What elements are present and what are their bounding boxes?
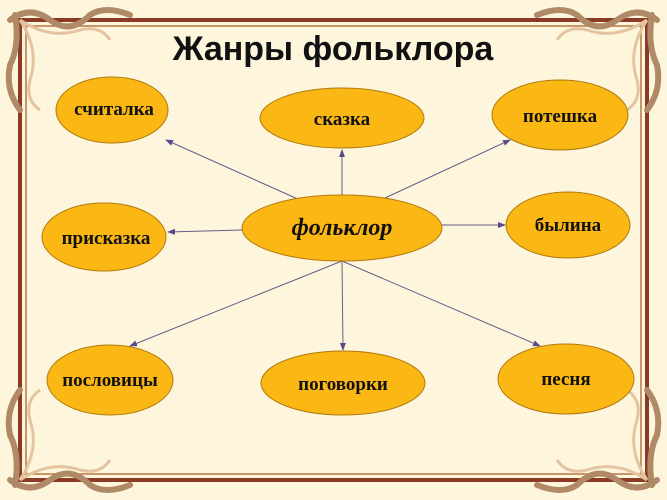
connectors <box>129 139 541 351</box>
node-pesnya <box>497 343 635 415</box>
arrow-to-priskazka <box>167 228 243 235</box>
arrow-to-poslovitsy <box>129 260 343 347</box>
label-poteshka: потешка <box>523 106 598 127</box>
label-schitalka: считалка <box>74 99 154 120</box>
arrow-to-poteshka <box>384 139 511 199</box>
label-skazka: сказка <box>314 109 371 130</box>
arrow-to-pogovorki <box>339 260 346 351</box>
node-schitalka <box>55 76 169 144</box>
label-pesnya: песня <box>541 369 590 390</box>
diagram-title: Жанры фольклора <box>172 30 495 68</box>
arrow-to-schitalka <box>165 139 301 201</box>
label-bylina: былина <box>535 215 602 236</box>
arrow-to-pesnya <box>341 260 541 347</box>
node-poslovitsy <box>46 344 174 416</box>
decorative-frame <box>5 7 662 493</box>
node-skazka <box>259 87 425 149</box>
label-poslovitsy: пословицы <box>62 370 158 391</box>
label-folklor: фольклор <box>292 215 393 241</box>
node-folklor <box>241 194 443 262</box>
node-bylina <box>505 191 631 259</box>
label-pogovorki: поговорки <box>298 374 388 395</box>
node-priskazka <box>41 202 167 272</box>
node-pogovorki <box>260 350 426 416</box>
node-poteshka <box>491 79 629 151</box>
label-priskazka: присказка <box>62 228 151 249</box>
